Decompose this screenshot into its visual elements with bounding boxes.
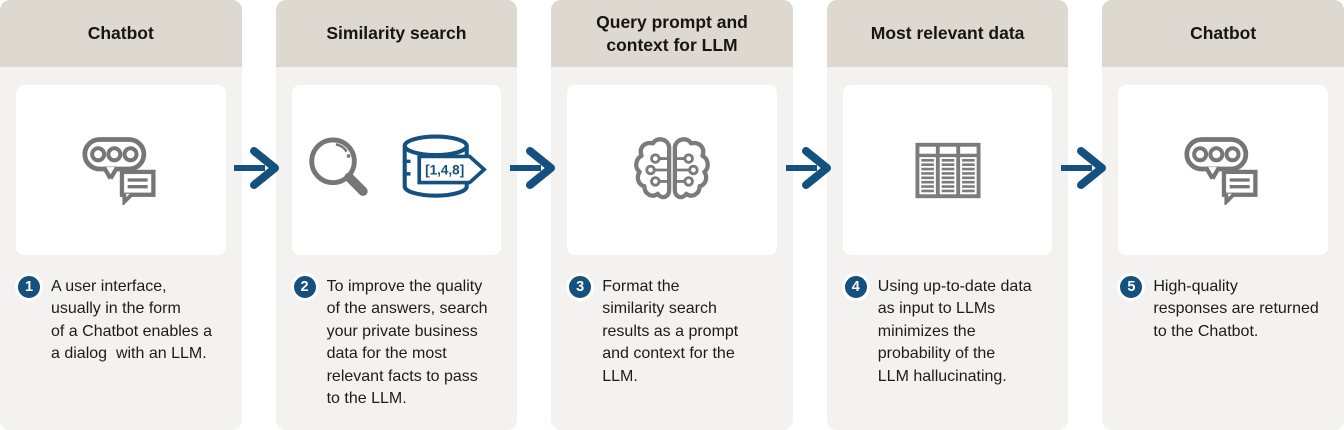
step-title: Chatbot [1102,0,1344,67]
step-description-row: 3 Format the similarity search results a… [551,255,793,388]
step-description-row: 5 High-quality responses are returned to… [1102,255,1344,343]
step-description: High-quality responses are returned to t… [1153,278,1319,340]
step-number-badge: 5 [1117,273,1146,301]
step-number-badge: 4 [841,273,870,301]
icon-card [842,85,1053,255]
similarity-search-icon: [1,4,8] [309,134,488,198]
chat-bubbles-icon [82,137,156,205]
icon-card: [1,4,8] [291,85,502,255]
step-column-similarity-search: Similarity search [1,4,8] [275,0,518,430]
step-number-badge: 1 [15,273,43,301]
chat-bubbles-icon [1184,137,1258,205]
step-description: Format the similarity search results as … [602,278,739,385]
step-description: Using up-to-date data as input to LLMs m… [877,278,1032,385]
vector-tag-label: [1,4,8] [425,162,464,177]
data-table-icon [915,142,981,198]
step-title: Query prompt and context for LLM [551,0,793,67]
step-description-row: 4 Using up-to-date data as input to LLMs… [827,255,1069,388]
step-description-row: 1 A user interface, usually in the form … [0,255,242,366]
step-number-badge: 3 [566,273,595,301]
icon-card [1118,85,1328,255]
step-description: A user interface, usually in the form of… [51,278,213,363]
step-number-badge: 2 [290,273,319,301]
step-title: Chatbot [0,0,242,67]
step-title: Most relevant data [826,0,1069,67]
step-column-most-relevant-data: Most relevant data 4 Using up-to-date da… [826,0,1069,430]
step-column-chatbot-2: Chatbot 5 High-quality responses are ret… [1102,0,1344,430]
icon-card [16,85,226,255]
step-description-row: 2 To improve the quality of the answers,… [276,255,518,410]
icon-card [567,85,777,255]
step-column-chatbot-1: Chatbot 1 A user interface, usually in t… [0,0,242,430]
step-title: Similarity search [275,0,518,67]
step-description: To improve the quality of the answers, s… [326,278,488,408]
step-column-query-prompt: Query prompt and context for LLM 3 F [551,0,793,430]
llm-brain-icon [632,130,712,210]
